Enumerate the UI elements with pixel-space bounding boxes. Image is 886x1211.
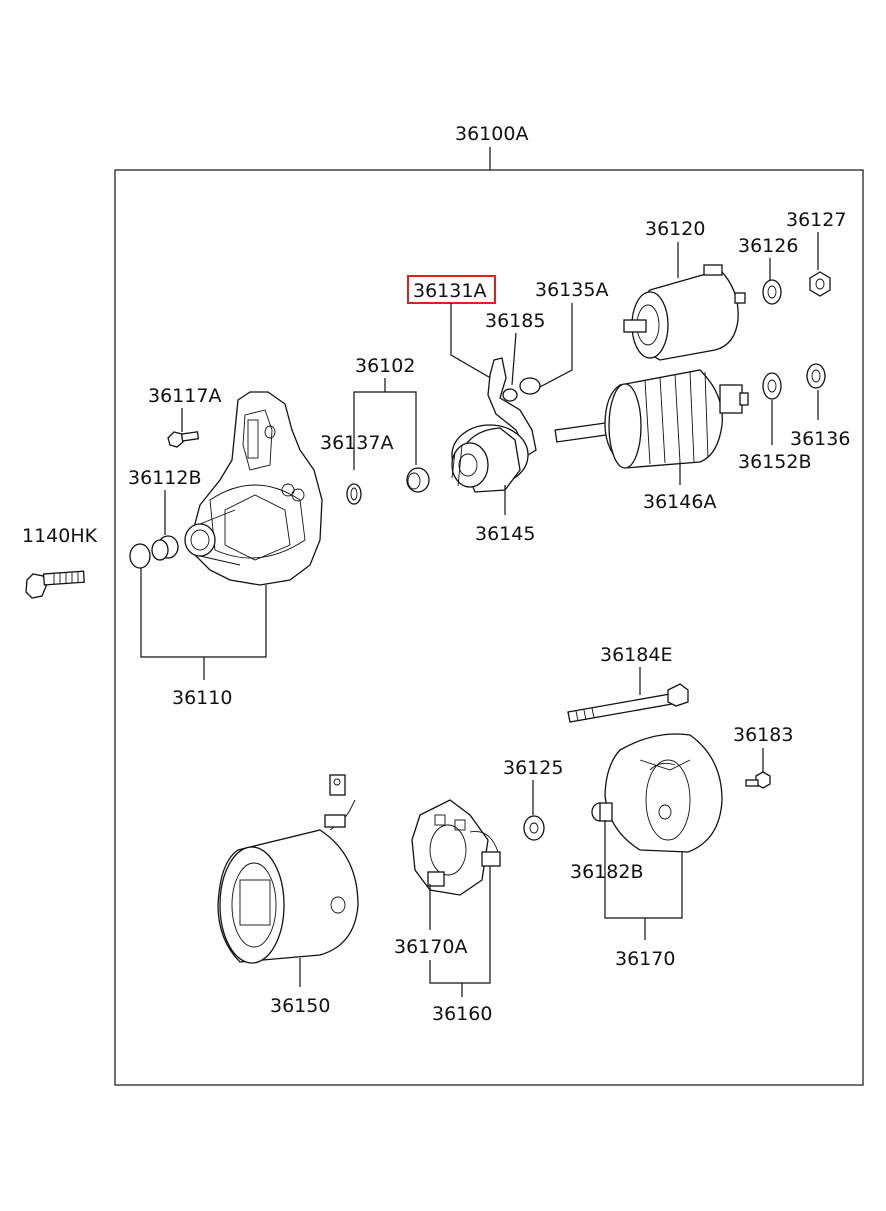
ring-36102[interactable]	[406, 467, 430, 493]
label-36120[interactable]: 36120	[645, 218, 705, 240]
lever-36131A[interactable]	[487, 357, 537, 456]
armature-36146A[interactable]	[554, 369, 749, 469]
screw-36183[interactable]	[745, 771, 771, 789]
label-36131A[interactable]: 36131A	[413, 280, 486, 302]
brush-holder-36160[interactable]	[411, 799, 501, 896]
label-36100A[interactable]: 36100A	[455, 123, 528, 145]
label-36135A[interactable]: 36135A	[535, 279, 608, 301]
pinion-clutch-36145[interactable]	[451, 424, 529, 493]
label-36117A[interactable]: 36117A	[148, 385, 221, 407]
washer-36152B[interactable]	[762, 372, 782, 400]
label-36150[interactable]: 36150	[270, 995, 330, 1017]
yoke-36150[interactable]	[217, 774, 359, 964]
label-36182B[interactable]: 36182B	[570, 861, 643, 883]
label-36102[interactable]: 36102	[355, 355, 415, 377]
label-36184E[interactable]: 36184E	[600, 644, 672, 666]
cap-36110-part[interactable]	[129, 543, 151, 569]
label-36137A[interactable]: 36137A	[320, 432, 393, 454]
washer-36125[interactable]	[523, 815, 545, 841]
label-36185[interactable]: 36185	[485, 310, 545, 332]
label-36170[interactable]: 36170	[615, 948, 675, 970]
solenoid-36120[interactable]	[623, 264, 746, 361]
screw-36117A[interactable]	[167, 431, 200, 448]
rear-housing-36170[interactable]	[591, 733, 723, 853]
label-36112B[interactable]: 36112B	[128, 467, 201, 489]
label-1140HK[interactable]: 1140HK	[22, 525, 98, 547]
assembly-frame	[114, 169, 864, 1086]
label-36183[interactable]: 36183	[733, 724, 793, 746]
bolt-1140HK[interactable]	[25, 570, 85, 599]
washer-36136[interactable]	[806, 363, 826, 389]
label-36136[interactable]: 36136	[790, 428, 850, 450]
label-36145[interactable]: 36145	[475, 523, 535, 545]
through-bolt-36184E[interactable]	[567, 683, 689, 723]
label-36127[interactable]: 36127	[786, 209, 846, 231]
label-36160[interactable]: 36160	[432, 1003, 492, 1025]
nut-36127[interactable]	[809, 271, 831, 297]
spring-36185[interactable]	[502, 388, 518, 402]
label-36152B[interactable]: 36152B	[738, 451, 811, 473]
label-36170A[interactable]: 36170A	[394, 936, 467, 958]
bushing-36112B[interactable]	[151, 535, 179, 561]
label-36126[interactable]: 36126	[738, 235, 798, 257]
pin-36135A[interactable]	[519, 377, 541, 395]
label-36125[interactable]: 36125	[503, 757, 563, 779]
ring-36137A[interactable]	[346, 483, 362, 505]
label-36110[interactable]: 36110	[172, 687, 232, 709]
front-housing-36110[interactable]	[184, 391, 323, 586]
label-36146A[interactable]: 36146A	[643, 491, 716, 513]
washer-36126[interactable]	[762, 279, 782, 305]
